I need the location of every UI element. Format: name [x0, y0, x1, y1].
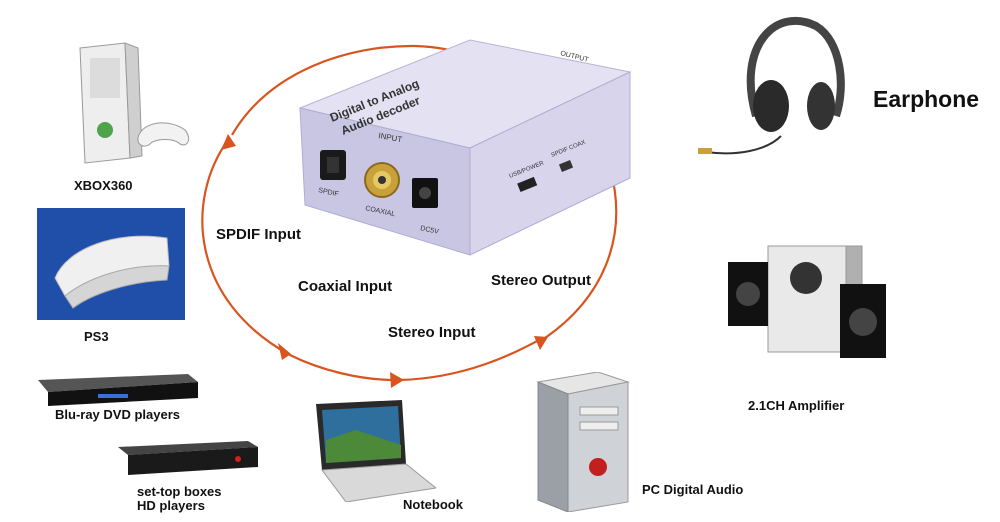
label-notebook: Notebook — [403, 497, 463, 512]
label-amplifier: 2.1CH Amplifier — [748, 398, 845, 413]
switch — [558, 160, 574, 172]
label-settop-2: HD players — [137, 498, 205, 513]
label-pc: PC Digital Audio — [642, 482, 744, 497]
arrowhead-left — [278, 343, 291, 360]
pc-image — [536, 372, 630, 512]
label-coaxial-input: Coaxial Input — [298, 278, 393, 295]
decoder-input-label: INPUT — [378, 131, 403, 144]
label-stereo-input: Stereo Input — [388, 324, 476, 341]
arrow-left-loop — [201, 139, 396, 382]
decoder-dc-label: DC5V — [420, 225, 440, 236]
amplifier-image — [728, 245, 886, 358]
arrowhead-bottom — [390, 372, 404, 388]
label-settop-1: set-top boxes — [137, 484, 222, 499]
label-xbox360: XBOX360 — [74, 178, 133, 193]
label-bluray: Blu-ray DVD players — [55, 407, 180, 422]
decoder-spdif-label: SPDIF — [318, 187, 340, 198]
arrow-to-pc — [399, 337, 544, 382]
xbox360-image — [79, 42, 190, 164]
earphone-image — [698, 17, 845, 155]
usb-port — [517, 176, 538, 193]
bluray-image — [38, 374, 198, 406]
settop-image — [118, 441, 258, 475]
arrowhead-top — [221, 134, 236, 150]
notebook-image — [316, 400, 436, 502]
label-stereo-output: Stereo Output — [491, 272, 591, 289]
arrowhead-right — [534, 336, 548, 350]
label-spdif-input: SPDIF Input — [216, 226, 301, 243]
label-earphone: Earphone — [873, 86, 980, 112]
ps3-image — [37, 208, 185, 320]
arrow-right-loop — [544, 167, 618, 339]
label-ps3: PS3 — [84, 329, 109, 344]
